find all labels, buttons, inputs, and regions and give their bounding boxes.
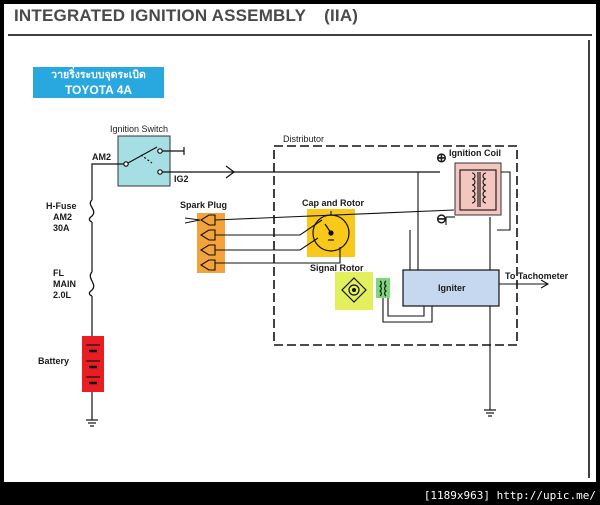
- pickup-coil-highlight: [376, 278, 390, 298]
- fl-label-1: FL: [53, 268, 64, 278]
- ignition-switch-highlight: [117, 135, 171, 187]
- pickup-coil-symbol: [379, 280, 387, 297]
- header-label-model: TOYOTA 4A: [64, 83, 133, 97]
- distributor-box: [273, 145, 518, 346]
- page-title: INTEGRATED IGNITION ASSEMBLY (IIA): [14, 6, 358, 26]
- fl-label-2: MAIN: [53, 279, 76, 289]
- switch-symbol: [123, 146, 185, 175]
- ground-symbol-left: [86, 419, 98, 427]
- fl-main-symbol: [88, 271, 95, 297]
- title-main: INTEGRATED IGNITION ASSEMBLY: [14, 6, 307, 25]
- hfuse-label-2: AM2: [53, 212, 72, 222]
- battery-symbol: [86, 344, 100, 385]
- ground-symbol-right: [484, 409, 496, 417]
- am2-label: AM2: [92, 152, 111, 162]
- distributor-label: Distributor: [283, 134, 324, 144]
- ignition-switch-label: Ignition Switch: [110, 124, 168, 134]
- supply-wires: [91, 163, 440, 420]
- igniter-label: Igniter: [438, 283, 466, 293]
- cap-rotor-label: Cap and Rotor: [302, 198, 364, 208]
- coil-plus-sign: ⊕: [436, 150, 447, 165]
- footer-watermark: [1189x963] http://upic.me/: [423, 489, 596, 502]
- spark-plug-highlight: [197, 213, 225, 273]
- coil-minus-sign: ⊖: [436, 211, 447, 226]
- igniter-highlight: [402, 269, 500, 307]
- battery-highlight: [82, 336, 104, 392]
- ig2-label: IG2: [174, 174, 189, 184]
- coil-windings: [459, 169, 497, 211]
- title-suffix: (IIA): [324, 6, 359, 25]
- to-tachometer-label: To Tachometer: [505, 271, 569, 281]
- h-fuse-symbol: [88, 199, 95, 223]
- signal-rotor-symbol: [341, 277, 367, 303]
- ht-wires: [214, 171, 511, 264]
- hfuse-label-3: 30A: [53, 223, 70, 233]
- header-label-thai: วายริ่งระบบจุดระเบิด: [51, 69, 146, 81]
- header-label-box: วายริ่งระบบจุดระเบิด TOYOTA 4A: [33, 67, 164, 98]
- ignition-coil-label: Ignition Coil: [449, 148, 501, 158]
- battery-label: Battery: [38, 356, 69, 366]
- igniter-wires: [382, 172, 550, 410]
- spark-plug-label: Spark Plug: [180, 200, 227, 210]
- hfuse-label-1: H-Fuse: [46, 201, 77, 211]
- fl-label-3: 2.0L: [53, 290, 72, 300]
- signal-rotor-label: Signal Rotor: [310, 263, 364, 273]
